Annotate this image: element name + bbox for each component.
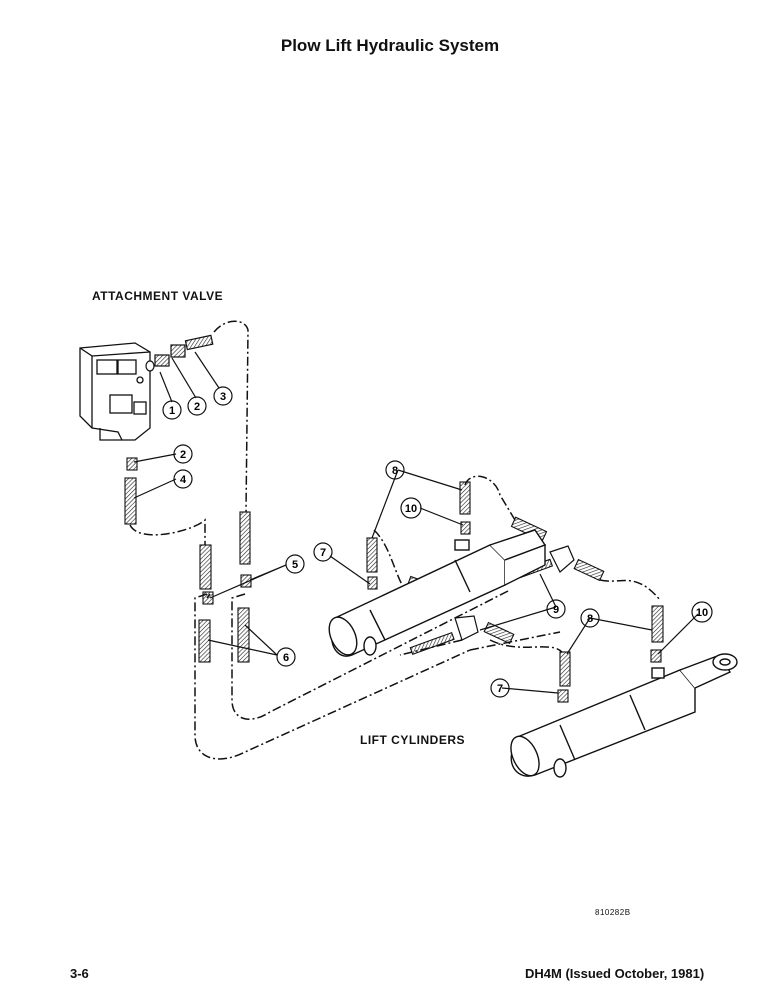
- drawing-number: 810282B: [595, 908, 631, 917]
- attachment-valve-label: ATTACHMENT VALVE: [92, 289, 224, 303]
- callout-2-upper: 2: [194, 401, 200, 413]
- callout-4: 4: [180, 474, 187, 486]
- callout-2-lower: 2: [180, 449, 186, 461]
- callout-8-lower: 8: [587, 613, 593, 625]
- callout-1: 1: [169, 405, 175, 417]
- callout-7-lower: 7: [497, 683, 503, 695]
- callout-10-lower: 10: [696, 607, 708, 619]
- callout-7-upper: 7: [320, 547, 326, 559]
- valve-fittings: [145, 334, 214, 372]
- callout-3: 3: [220, 391, 226, 403]
- callout-9: 9: [553, 604, 559, 616]
- callout-6: 6: [283, 652, 289, 664]
- document-id: DH4M (Issued October, 1981): [525, 966, 705, 981]
- lift-cylinders-label: LIFT CYLINDERS: [360, 733, 465, 747]
- callout-5: 5: [292, 559, 298, 571]
- callout-10-upper: 10: [405, 503, 417, 515]
- callout-numbers: 1 2 3 2 4 5 6 7 8 10 9 8 10 7: [169, 391, 708, 695]
- hose-lines: [129, 320, 661, 760]
- tee-fittings: [454, 545, 575, 641]
- attachment-valve: [79, 342, 151, 441]
- lift-cylinder-upper: [328, 529, 547, 657]
- hose-fittings: [124, 457, 664, 703]
- page-title: Plow Lift Hydraulic System: [280, 36, 500, 55]
- callout-8-upper: 8: [392, 465, 398, 477]
- lift-cylinder-lower: [510, 653, 738, 778]
- page-number: 3-6: [70, 966, 89, 981]
- callouts: [133, 351, 713, 698]
